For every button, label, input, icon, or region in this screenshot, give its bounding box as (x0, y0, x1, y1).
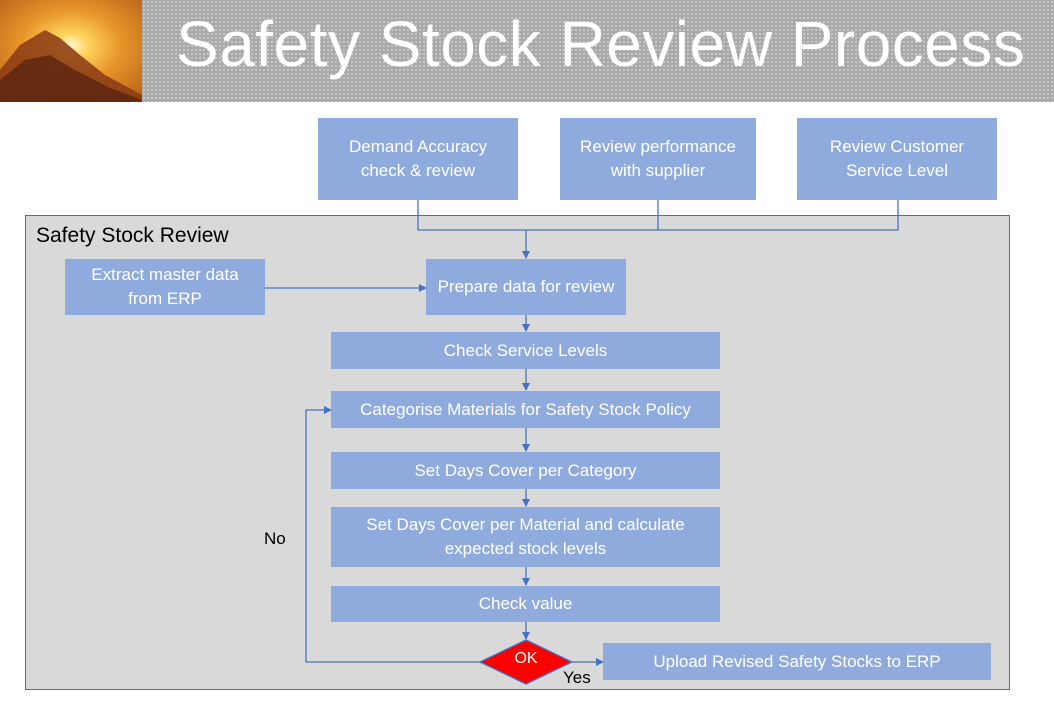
panel-title: Safety Stock Review (36, 224, 229, 247)
days-cover-material-box: Set Days Cover per Material and calculat… (331, 507, 720, 567)
days-cover-category-box: Set Days Cover per Category (331, 452, 720, 489)
prepare-data-box: Prepare data for review (426, 259, 626, 315)
title-banner (142, 0, 1054, 102)
upload-safety-stocks-box: Upload Revised Safety Stocks to ERP (603, 643, 991, 680)
categorise-materials-box: Categorise Materials for Safety Stock Po… (331, 391, 720, 428)
extract-master-data-box: Extract master data from ERP (65, 259, 265, 315)
no-loop-arrow (305, 406, 484, 663)
demand-accuracy-box: Demand Accuracy check & review (318, 118, 518, 200)
ok-decision-diamond (478, 639, 574, 685)
customer-service-box: Review Customer Service Level (797, 118, 997, 200)
check-value-box: Check value (331, 586, 720, 622)
no-label: No (264, 529, 286, 548)
ok-decision-label: OK (514, 650, 538, 667)
yes-label: Yes (563, 668, 591, 687)
sunset-photo (0, 0, 142, 102)
check-service-levels-box: Check Service Levels (331, 332, 720, 369)
supplier-performance-box: Review performance with supplier (560, 118, 756, 200)
page-title: Safety Stock Review Process (176, 8, 1026, 80)
